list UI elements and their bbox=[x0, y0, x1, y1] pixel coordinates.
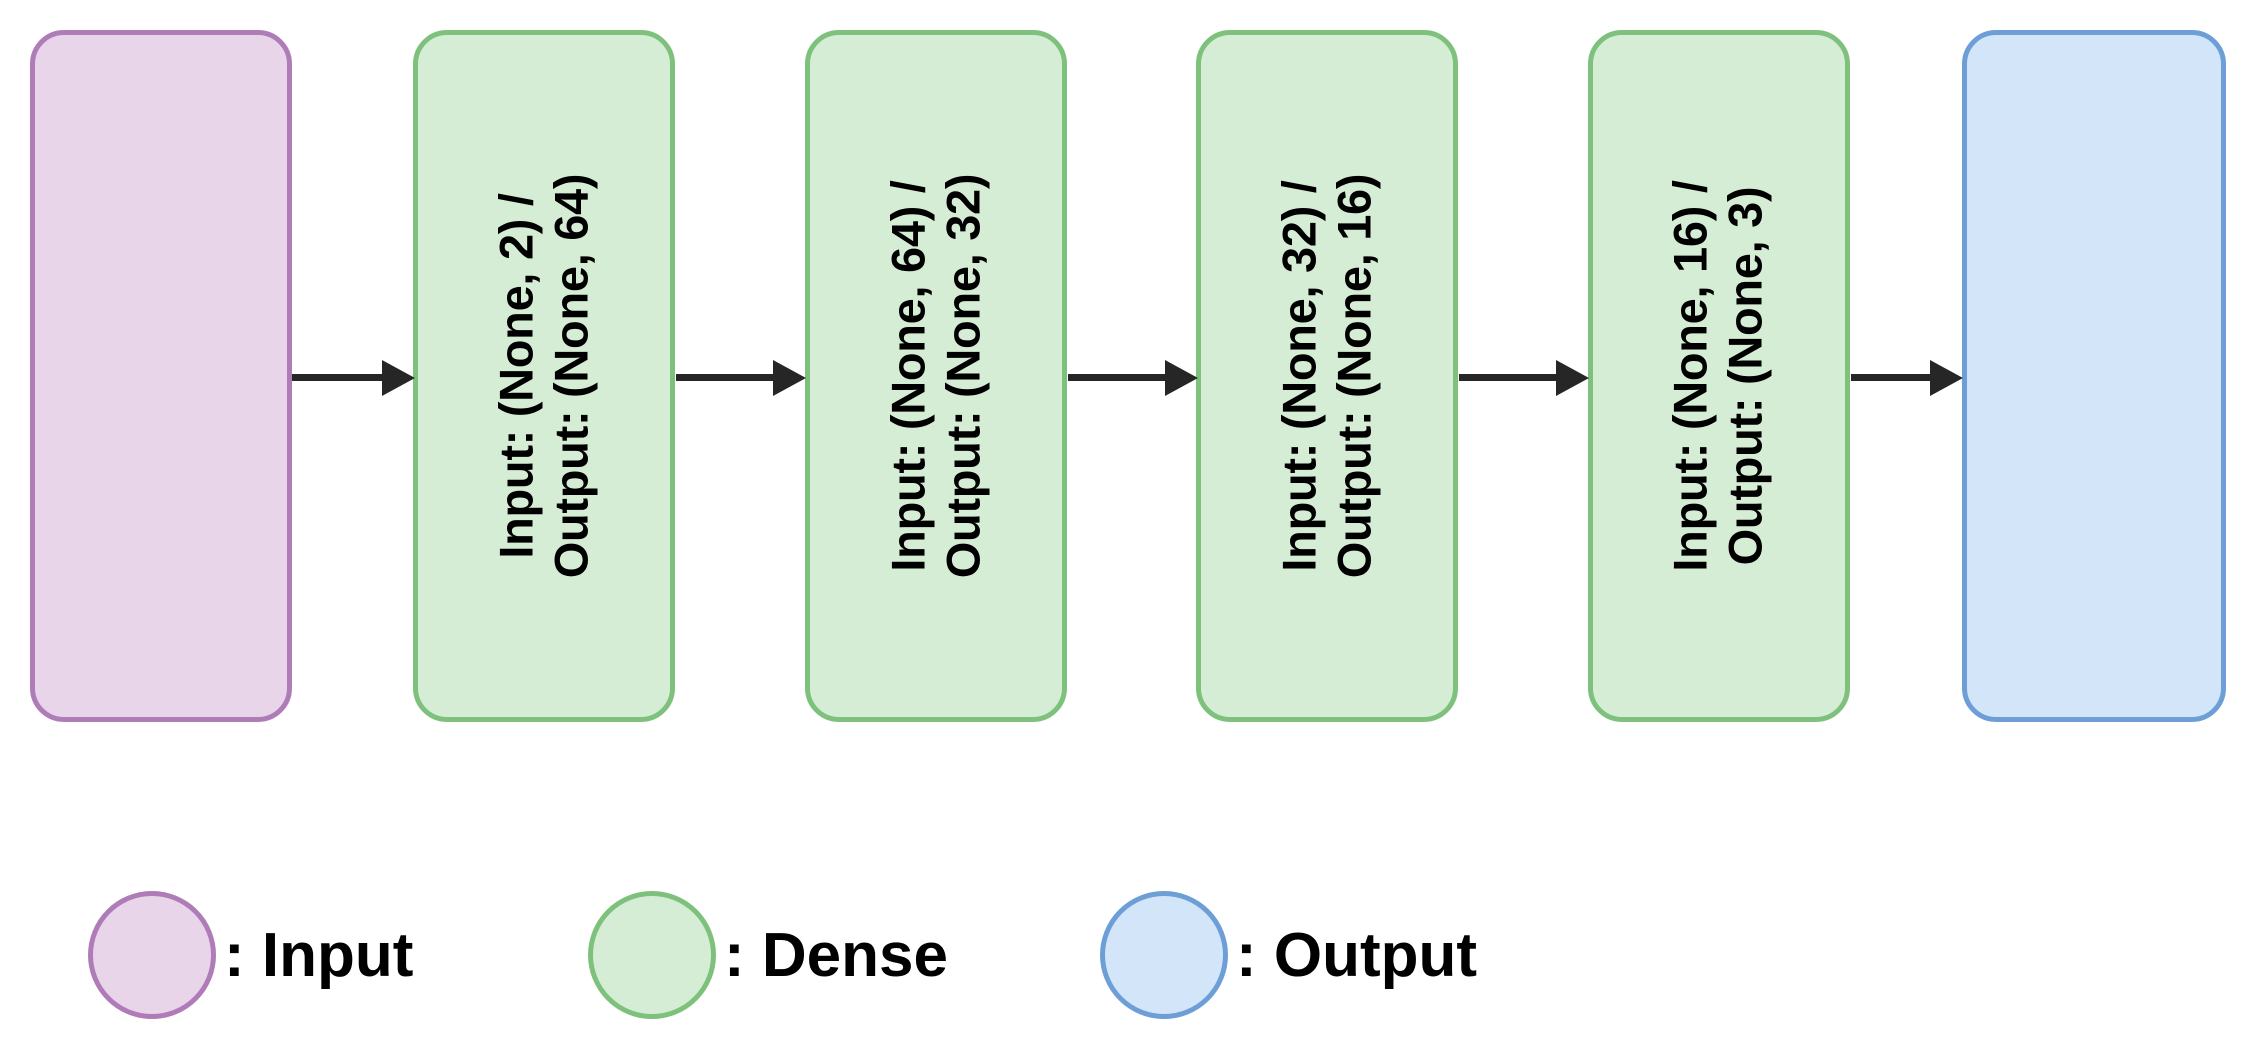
node-dense-3[interactable]: Input: (None, 32) / Output: (None, 16) bbox=[1196, 30, 1458, 722]
arrow-dense-3-to-dense-4 bbox=[1459, 360, 1589, 396]
legend-swatch-dense-icon bbox=[588, 891, 716, 1019]
dense-3-input-label: Input: (None, 32) / bbox=[1272, 180, 1326, 572]
dense-1-input-label: Input: (None, 2) / bbox=[489, 193, 543, 559]
arrow-shaft bbox=[292, 374, 387, 381]
node-dense-4[interactable]: Input: (None, 16) / Output: (None, 3) bbox=[1588, 30, 1850, 722]
arrow-dense-4-to-output bbox=[1851, 360, 1963, 396]
legend: : Input : Dense : Output bbox=[0, 880, 2256, 1040]
arrow-head-icon bbox=[1556, 360, 1589, 396]
dense-1-output-label: Output: (None, 64) bbox=[544, 173, 597, 579]
legend-swatch-input-icon bbox=[88, 891, 216, 1019]
legend-label-input: : Input bbox=[224, 920, 414, 990]
legend-swatch-output-icon bbox=[1100, 891, 1228, 1019]
node-dense-1[interactable]: Input: (None, 2) / Output: (None, 64) bbox=[413, 30, 675, 722]
dense-4-label-stack: Input: (None, 16) / Output: (None, 3) bbox=[1594, 180, 1844, 571]
arrow-head-icon bbox=[1930, 360, 1963, 396]
dense-1-label-stack: Input: (None, 2) / Output: (None, 64) bbox=[419, 174, 669, 579]
dense-4-input-label: Input: (None, 16) / bbox=[1664, 180, 1718, 572]
dense-2-label-stack: Input: (None, 64) / Output: (None, 32) bbox=[811, 174, 1061, 579]
legend-item-output: : Output bbox=[1100, 880, 1477, 1030]
dense-3-label-stack: Input: (None, 32) / Output: (None, 16) bbox=[1202, 174, 1452, 579]
dense-2-output-label: Output: (None, 32) bbox=[936, 173, 989, 579]
node-input-layer[interactable] bbox=[30, 30, 292, 722]
node-output-layer[interactable] bbox=[1962, 30, 2226, 722]
node-dense-2[interactable]: Input: (None, 64) / Output: (None, 32) bbox=[805, 30, 1067, 722]
dense-2-input-label: Input: (None, 64) / bbox=[881, 180, 935, 572]
arrow-dense-1-to-dense-2 bbox=[676, 360, 806, 396]
arrow-shaft bbox=[676, 374, 778, 381]
arrow-head-icon bbox=[1165, 360, 1198, 396]
arrow-shaft bbox=[1068, 374, 1170, 381]
arrow-shaft bbox=[1459, 374, 1561, 381]
arrow-head-icon bbox=[773, 360, 806, 396]
legend-item-input: : Input bbox=[88, 880, 413, 1030]
dense-4-output-label: Output: (None, 3) bbox=[1719, 186, 1773, 566]
arrow-input-to-dense-1 bbox=[292, 360, 415, 396]
legend-label-dense: : Dense bbox=[724, 920, 948, 990]
arrow-head-icon bbox=[382, 360, 415, 396]
dense-3-output-label: Output: (None, 16) bbox=[1327, 173, 1380, 579]
legend-label-output: : Output bbox=[1236, 920, 1478, 990]
arrow-shaft bbox=[1851, 374, 1935, 381]
legend-item-dense: : Dense bbox=[588, 880, 948, 1030]
arrow-dense-2-to-dense-3 bbox=[1068, 360, 1198, 396]
